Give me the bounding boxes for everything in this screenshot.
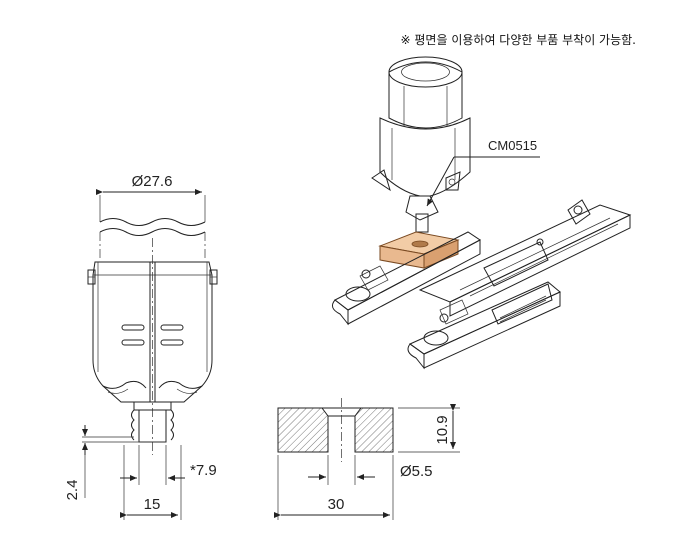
note-text: ※ 평면을 이용하여 다양한 부품 부착이 가능함. <box>401 33 636 47</box>
height-2-4-label: 2.4 <box>64 480 81 501</box>
block-section-view: 10.9 Ø5.5 30 <box>274 398 460 520</box>
diameter-label: Ø27.6 <box>132 173 173 190</box>
part-callout-label: CM0515 <box>488 138 537 153</box>
width-15-label: 15 <box>144 496 161 513</box>
hole-diameter-label: Ø5.5 <box>400 463 433 480</box>
star-7-9-label: *7.9 <box>190 462 217 479</box>
block-height-label: 10.9 <box>434 415 451 444</box>
assembly-isometric-view: CM0515 <box>331 56 632 370</box>
connector-front-view: Ø27.6 <box>64 173 218 520</box>
block-width-label: 30 <box>328 496 345 513</box>
